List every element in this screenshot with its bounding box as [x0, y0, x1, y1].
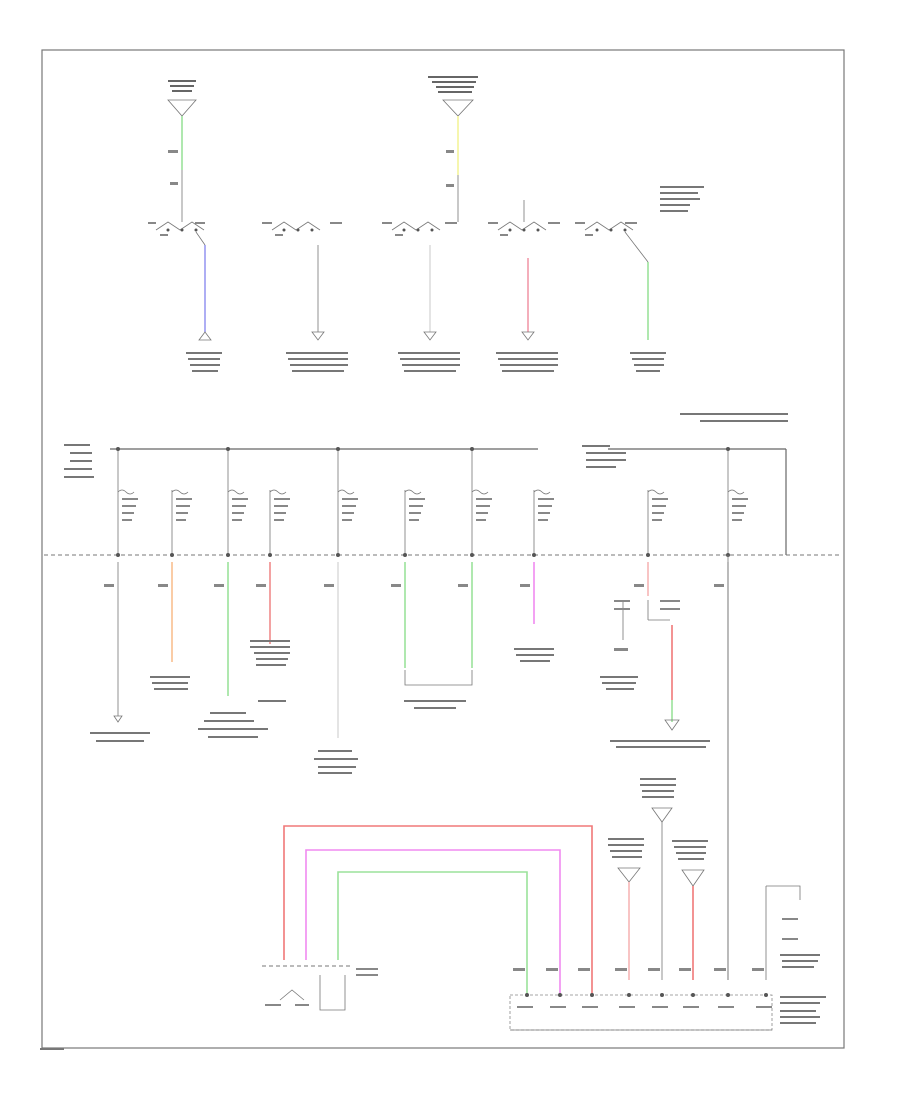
ground-right [765, 885, 820, 980]
note-top-right [660, 186, 704, 212]
switch-group-1 [148, 212, 222, 372]
fuse-symbol-icon [337, 489, 355, 495]
source-connector-icon [442, 99, 474, 117]
top-source-mid [428, 76, 478, 198]
diagram-frame [41, 49, 845, 1049]
relay-box-label [582, 413, 788, 468]
top-source-left [167, 80, 197, 198]
ground-icon [521, 331, 535, 341]
fuse-2 [158, 489, 192, 662]
fuse-7 [458, 447, 492, 668]
ecm-pin [546, 968, 566, 1008]
ecm-connector [509, 968, 826, 1031]
harness-wire-red [283, 825, 593, 995]
switch-group-3 [382, 212, 460, 372]
load-labels [90, 640, 710, 774]
ground-icon [423, 331, 437, 341]
bottom-harness [283, 825, 593, 995]
fuse-10 [714, 447, 748, 980]
harness-wire-green [337, 871, 528, 995]
ecm-pin [648, 968, 668, 1008]
fuse-symbol-icon [227, 489, 245, 495]
sensor-connector-icon [681, 869, 705, 887]
page-label [40, 1048, 64, 1050]
harness-wire-magenta [305, 849, 561, 995]
switch-group-4 [488, 200, 560, 372]
ecm-pin [679, 968, 699, 1008]
fuse-1 [104, 447, 138, 716]
fuse-symbol-icon [647, 489, 665, 495]
ecm-pin [578, 968, 598, 1008]
fuse-symbol-icon [471, 489, 489, 495]
fuse-block [44, 413, 840, 556]
fuse-block-label [64, 444, 94, 478]
sensor-connector-icon [651, 807, 673, 823]
ground-icon [311, 331, 325, 341]
ecm-bracket [404, 670, 473, 686]
ecm-pin [714, 968, 734, 1008]
relay-cluster [614, 600, 680, 731]
source-connector-icon [167, 99, 197, 117]
ground-icon [113, 715, 123, 723]
fuse-9 [634, 489, 668, 596]
ecm-pin [752, 968, 772, 1008]
sensor-connector-icon [617, 867, 641, 883]
fuse-symbol-icon [727, 489, 745, 495]
sensor-block [608, 555, 729, 980]
fuse-8 [520, 489, 554, 624]
switch-group-2 [262, 221, 348, 372]
ecm-pin [513, 968, 533, 1008]
fuse-symbol-icon [269, 489, 287, 495]
fuse-5 [324, 447, 358, 738]
fuse-drops [104, 447, 748, 980]
fuse-6 [391, 489, 425, 668]
fuse-symbol-icon [404, 489, 422, 495]
fuse-3 [214, 447, 248, 696]
ignition-connector [262, 965, 378, 1011]
switch-group-5 [575, 221, 666, 372]
fuse-symbol-icon [117, 489, 135, 495]
fuse-4 [256, 489, 290, 644]
fuse-symbol-icon [171, 489, 189, 495]
ecm-pin [615, 968, 635, 1008]
fuse-symbol-icon [533, 489, 551, 495]
ground-icon [198, 331, 212, 341]
